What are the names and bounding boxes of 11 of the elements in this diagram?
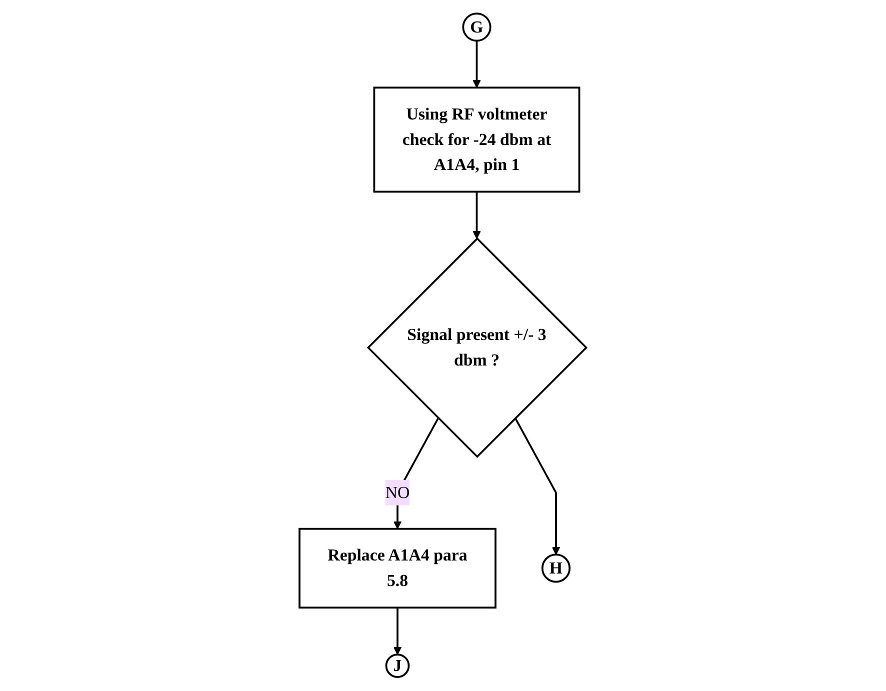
- node-circle: H: [542, 553, 571, 582]
- node-diamond: Signal present +/- 3 dbm ?: [367, 236, 588, 458]
- node-box: Replace A1A4 para 5.8: [298, 527, 497, 608]
- arrow: [472, 191, 481, 238]
- arrow: [472, 40, 481, 88]
- node-box: Using RF voltmeter check for -24 dbm at A1A4, pin 1: [373, 86, 580, 192]
- node-circle: G: [462, 12, 492, 42]
- node-circle: J: [385, 653, 410, 678]
- arrow: [514, 417, 560, 555]
- edge-label: NO: [385, 482, 410, 502]
- arrow: [394, 607, 402, 654]
